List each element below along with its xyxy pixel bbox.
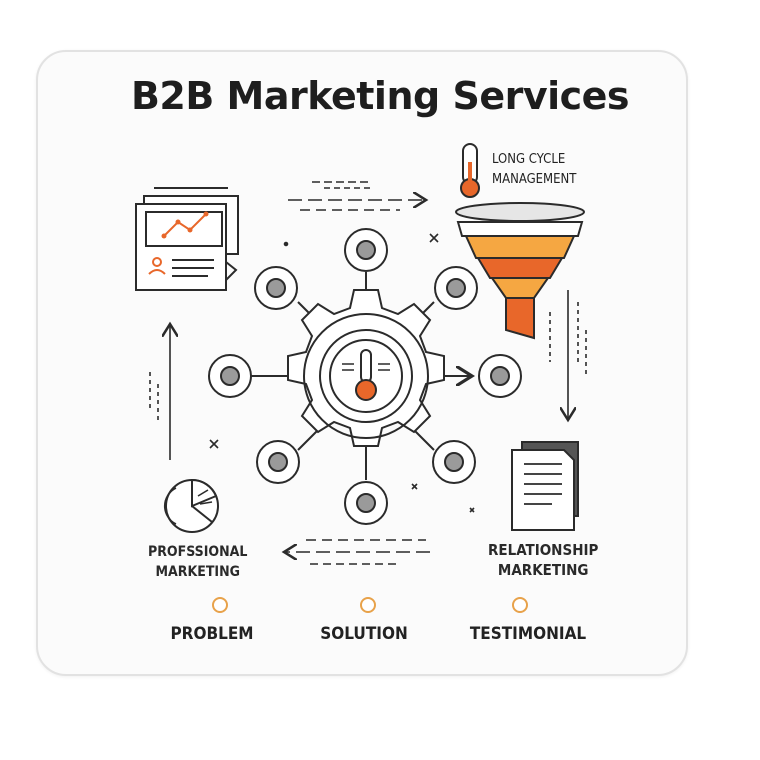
long-cycle-label-line-2: MANAGEMENT: [492, 172, 577, 187]
thermometer-icon: [460, 143, 480, 198]
report-document-icon: [135, 187, 239, 291]
node-bottom-right: [432, 440, 476, 484]
step-label-solution: SOLUTION: [320, 624, 408, 644]
decorative-marks: [209, 233, 475, 513]
flow-arrow-bottom: [284, 539, 430, 565]
node-left: [208, 354, 252, 398]
funnel-icon: [455, 202, 585, 340]
long-cycle-label: LONG CYCLE MANAGEMENT: [492, 150, 576, 190]
node-bottom-left: [256, 440, 300, 484]
node-top: [344, 228, 388, 272]
relationship-label-line-2: MARKETING: [497, 561, 589, 579]
node-top-right: [434, 266, 478, 310]
node-right: [478, 354, 522, 398]
step-dot-problem: [212, 597, 228, 613]
relationship-marketing-label: RELATIONSHIP MARKETING: [488, 540, 598, 580]
central-gear: [250, 272, 472, 480]
flow-arrow-right: [549, 290, 587, 420]
pie-chart-icon: [163, 478, 219, 533]
node-bottom: [344, 481, 388, 525]
node-top-left: [254, 266, 298, 310]
step-dot-testimonial: [512, 597, 528, 613]
professional-marketing-label: PROFSSIONAL MARKETING: [148, 542, 247, 582]
diagram-title: B2B Marketing Services: [130, 74, 630, 118]
step-label-testimonial: TESTIMONIAL: [469, 624, 587, 644]
flow-arrow-left: [149, 324, 170, 460]
flow-arrow-top: [288, 181, 426, 211]
professional-label-line-2: MARKETING: [155, 564, 240, 580]
step-label-problem: PROBLEM: [170, 624, 254, 644]
relationship-label-line-1: RELATIONSHIP: [488, 541, 599, 559]
long-cycle-label-line-1: LONG CYCLE: [492, 152, 566, 167]
professional-label-line-1: PROFSSIONAL: [148, 544, 248, 560]
step-dot-solution: [360, 597, 376, 613]
relationship-document-icon: [511, 441, 579, 531]
satellite-nodes: [208, 228, 522, 525]
